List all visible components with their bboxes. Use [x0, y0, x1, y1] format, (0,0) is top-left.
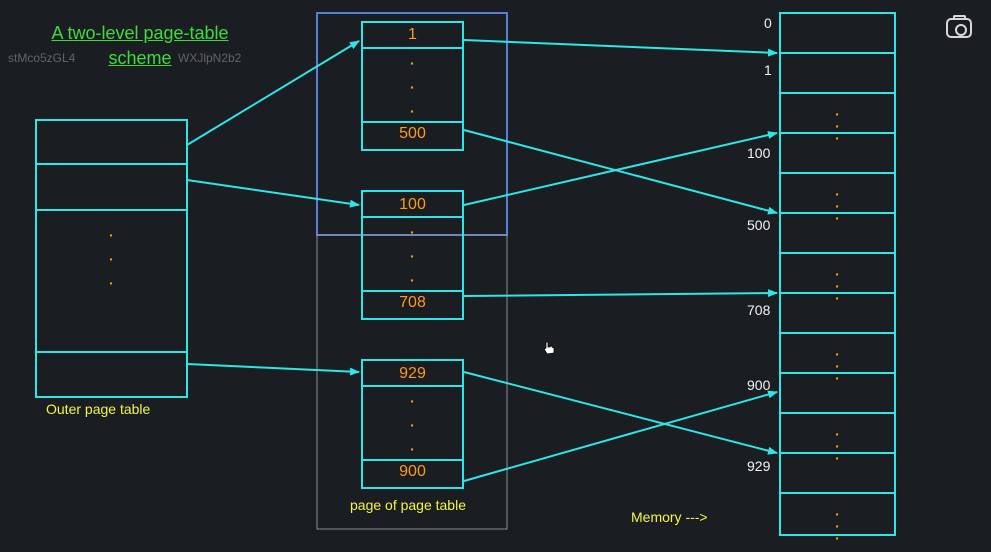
- arrow-1-to-frame1: [463, 39, 778, 57]
- memory-ellipsis: ···: [835, 426, 840, 466]
- arrow-708-to-frame708: [463, 289, 778, 298]
- memory-ellipsis: ···: [835, 106, 840, 146]
- page-table-1-entry-bottom: 500: [399, 125, 426, 142]
- outer-row-divider: [35, 163, 188, 165]
- outer-row-divider: [35, 209, 188, 211]
- ellipsis-dots: ···: [410, 224, 415, 288]
- memory-ellipsis: ···: [835, 266, 840, 306]
- memory-ellipsis: ···: [835, 186, 840, 226]
- page-table-1-entry-top: 1: [408, 26, 417, 43]
- page-table-1: 1 ··· 500: [361, 21, 464, 151]
- memory-frame-label: 100: [747, 145, 771, 161]
- outer-page-table-label: Outer page table: [46, 401, 151, 417]
- memory-frame-label: 500: [747, 217, 771, 233]
- hand-cursor-icon: [543, 341, 555, 355]
- outer-row-divider: [35, 351, 188, 353]
- page-table-2: 100 ··· 708: [361, 190, 464, 320]
- page-of-page-table-label: page of page table: [350, 497, 466, 513]
- memory-frame-label: 1: [764, 62, 772, 78]
- memory-frame-label: 0: [764, 15, 772, 31]
- watermark-right: WXJlpN2b2: [178, 51, 242, 65]
- memory-label: Memory --->: [631, 509, 708, 525]
- watermark-left: stMco5zGL4: [8, 51, 76, 65]
- memory-frame-label: 929: [747, 458, 771, 474]
- ellipsis-dots: ···: [109, 227, 114, 291]
- page-table-2-entry-top: 100: [399, 196, 426, 213]
- memory-frame-label: 708: [747, 302, 771, 318]
- arrow-outer-to-table1: [186, 40, 360, 146]
- ellipsis-dots: ···: [410, 55, 415, 119]
- page-table-3: 929 ··· 900: [361, 359, 464, 489]
- memory-ellipsis: ···: [835, 506, 840, 546]
- outer-page-table: ···: [35, 119, 188, 398]
- memory-block: ··· ··· ··· ··· ··· ···: [779, 12, 896, 545]
- diagram-title-line1: A two-level page-table: [51, 23, 229, 43]
- arrow-outer-to-table2: [186, 179, 360, 208]
- arrow-929-to-frame929: [463, 371, 778, 455]
- memory-frame-label: 900: [747, 377, 771, 393]
- arrow-100-to-frame100: [463, 131, 778, 206]
- page-table-3-entry-top: 929: [399, 365, 426, 382]
- camera-icon[interactable]: [946, 15, 972, 38]
- diagram-title-line2: scheme: [108, 48, 172, 68]
- arrow-900-to-frame900: [463, 390, 778, 482]
- memory-ellipsis: ···: [835, 346, 840, 386]
- page-table-2-entry-bottom: 708: [399, 294, 426, 311]
- arrow-500-to-frame500: [463, 129, 778, 215]
- page-of-page-table-frame: [316, 234, 508, 530]
- arrow-outer-to-table3: [186, 363, 360, 376]
- page-table-3-entry-bottom: 900: [399, 463, 426, 480]
- ellipsis-dots: ···: [410, 393, 415, 457]
